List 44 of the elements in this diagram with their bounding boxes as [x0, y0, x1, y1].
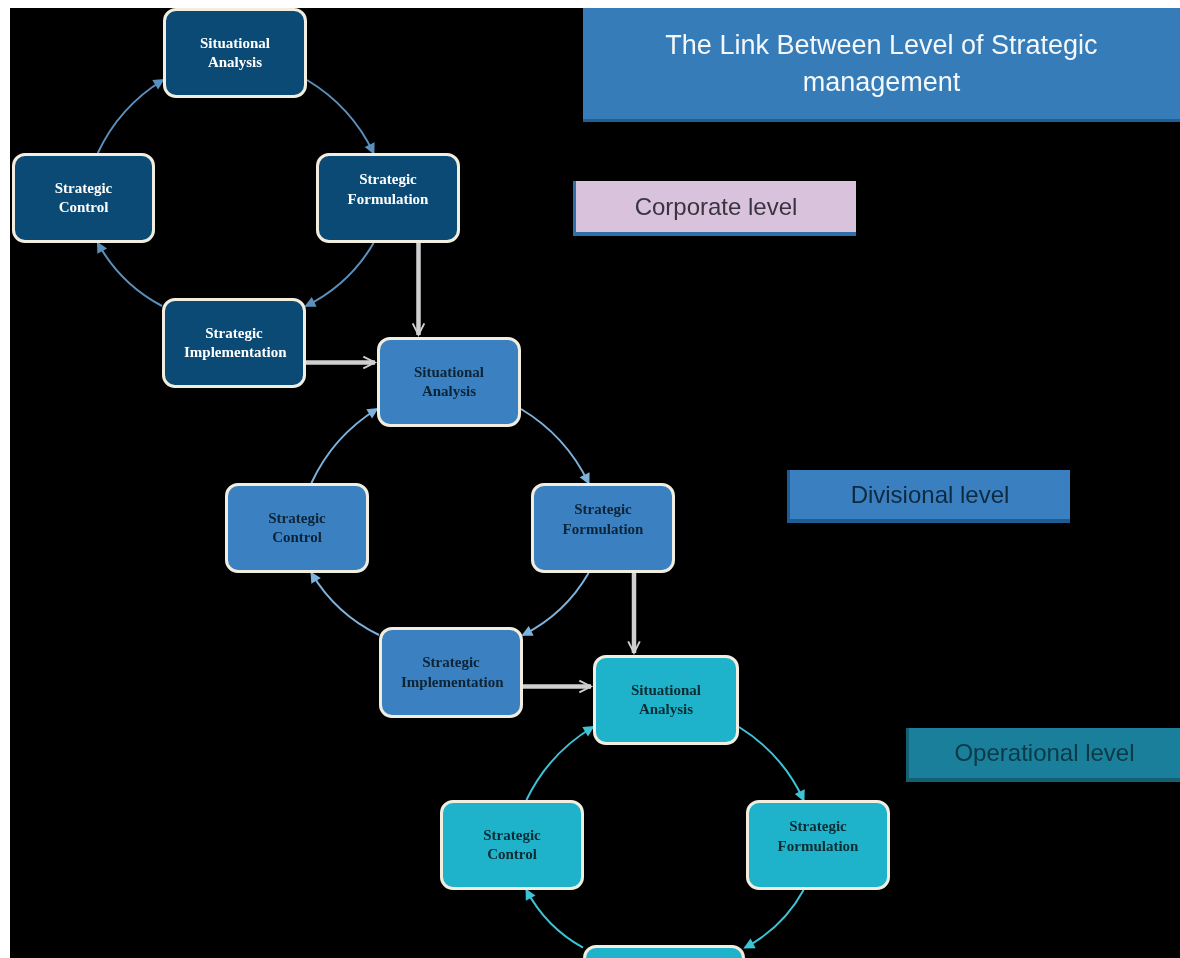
process-box	[593, 655, 739, 745]
level-label: Corporate level	[634, 192, 798, 221]
process-box	[531, 483, 675, 573]
level-label-box	[906, 728, 1180, 782]
arrow	[627, 573, 641, 654]
arrow	[306, 79, 375, 155]
process-box	[377, 337, 521, 427]
process-box	[162, 298, 306, 388]
arrow	[525, 888, 584, 949]
box-label: Situational Analysis	[630, 680, 702, 719]
arrow	[96, 241, 163, 307]
arrow	[306, 355, 376, 370]
process-box	[379, 627, 523, 718]
arrow	[310, 408, 379, 484]
arrow	[523, 679, 592, 694]
arrow	[525, 726, 595, 801]
arrow	[743, 889, 805, 949]
process-box	[163, 8, 307, 98]
process-box	[746, 800, 890, 890]
process-box	[316, 153, 460, 243]
arrow	[520, 408, 590, 485]
process-box	[440, 800, 584, 890]
box-label: Strategic Control	[53, 178, 114, 217]
box-label: Situational Analysis	[199, 33, 271, 72]
box-label: Strategic Formulation	[561, 500, 645, 539]
box-label: Strategic Control	[482, 825, 542, 864]
process-box	[225, 483, 369, 573]
arrow	[310, 571, 380, 636]
process-box	[12, 153, 155, 243]
arrow	[521, 572, 590, 636]
arrow	[304, 242, 375, 307]
box-label: Strategic Formulation	[346, 170, 430, 209]
level-label: Divisional level	[850, 480, 1010, 509]
level-label-box	[573, 181, 856, 236]
box-label: Strategic Control	[267, 508, 327, 547]
box-label: Strategic Formulation	[776, 817, 860, 856]
arrow	[411, 243, 426, 336]
level-label: Operational level	[954, 739, 1135, 767]
title-text: The Link Between Level of Strategic management	[664, 29, 1099, 99]
level-label-box	[787, 470, 1070, 523]
box-label: Situational Analysis	[413, 362, 485, 401]
arrow	[738, 726, 805, 802]
process-box	[583, 945, 745, 958]
arrow	[96, 79, 165, 154]
